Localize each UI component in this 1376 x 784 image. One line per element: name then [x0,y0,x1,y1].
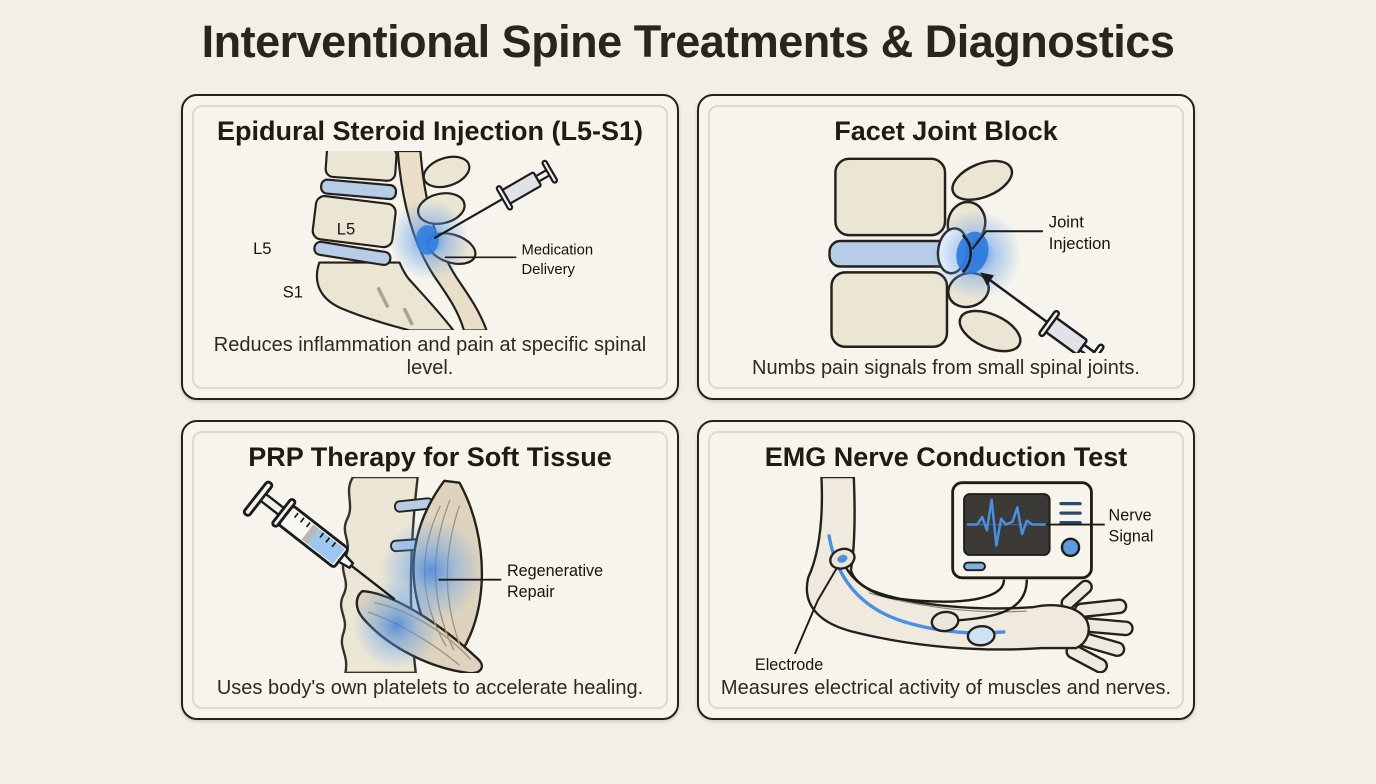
label-regenerative: Regenerative [507,562,603,580]
upper-vertebra-shape [834,157,947,237]
emg-illustration: Nerve Signal Electrode [709,473,1183,677]
label-l5-inner: L5 [337,219,355,238]
label-medication: Medication [522,242,594,258]
needle-line [985,276,1050,325]
needle-line [350,564,396,601]
electrode-icon [966,625,996,647]
healing-glow-highlight [352,581,441,670]
panel-emg: EMG Nerve Conduction Test [697,420,1195,720]
label-l5-outer: L5 [253,239,271,258]
leader-line [971,230,1043,250]
emg-monitor-icon [951,481,1093,580]
needle-line [433,196,505,239]
vertebra-shape [324,150,398,182]
sacrum-detail-line [376,286,390,308]
epidural-illustration: L5 L5 S1 Medication Delivery [193,147,667,334]
label-nerve: Nerve [1109,507,1152,525]
spinous-process-shape [951,159,1014,202]
stopper [301,524,320,545]
panel-grid: Epidural Steroid Injection (L5-S1) [181,94,1195,720]
prp-fluid [307,529,345,565]
label-injection: Injection [1049,234,1111,253]
electrode-wire [843,563,1006,603]
panel-prp-title: PRP Therapy for Soft Tissue [248,442,612,472]
lower-vertebra-shape [830,271,949,349]
panel-facet: Facet Joint Block [697,94,1195,400]
syringe-icon [980,272,1105,353]
spinous-process-shape [422,155,471,188]
menu-lines-icon [1059,502,1082,525]
panel-prp-caption: Uses body's own platelets to accelerate … [216,677,644,699]
monitor-indicator [963,561,986,572]
syringe-icon [433,159,559,239]
label-joint: Joint [1049,213,1084,232]
panel-emg-caption: Measures electrical activity of muscles … [720,677,1172,699]
prp-illustration: Regenerative Repair [193,473,667,677]
facet-illustration: Joint Injection [709,147,1183,357]
electrode-wire [954,579,1028,622]
spinous-process-shape [958,309,1022,353]
label-s1: S1 [283,282,303,301]
waveform-trace [966,498,1048,547]
leader-line [793,567,838,655]
monitor-button [1060,537,1081,558]
panel-facet-caption: Numbs pain signals from small spinal joi… [752,357,1140,379]
sacrum-detail-line [402,307,414,326]
page-title: Interventional Spine Treatments & Diagno… [201,16,1175,67]
panel-facet-title: Facet Joint Block [834,116,1058,146]
panel-epidural: Epidural Steroid Injection (L5-S1) [181,94,679,400]
label-electrode: Electrode [755,656,823,673]
medication-spot [416,224,439,255]
electrode-icon [829,547,856,570]
label-signal: Signal [1109,528,1154,546]
panel-emg-title: EMG Nerve Conduction Test [764,442,1128,472]
joint-gap-line [961,234,972,274]
panel-prp: PRP Therapy for Soft Tissue [181,420,679,720]
syringe-icon [242,480,396,601]
nozzle [337,553,355,570]
panel-epidural-title: Epidural Steroid Injection (L5-S1) [216,116,644,146]
disc-shape [313,240,392,266]
facet-joint-spot [956,231,989,275]
label-repair: Repair [507,583,555,601]
disc-shape [320,178,398,200]
sacrum-shape [315,261,455,331]
panel-epidural-caption: Reduces inflammation and pain at specifi… [213,334,647,379]
electrode-icon [930,610,960,633]
label-delivery: Delivery [522,262,576,278]
needle-arrowhead [980,272,994,287]
